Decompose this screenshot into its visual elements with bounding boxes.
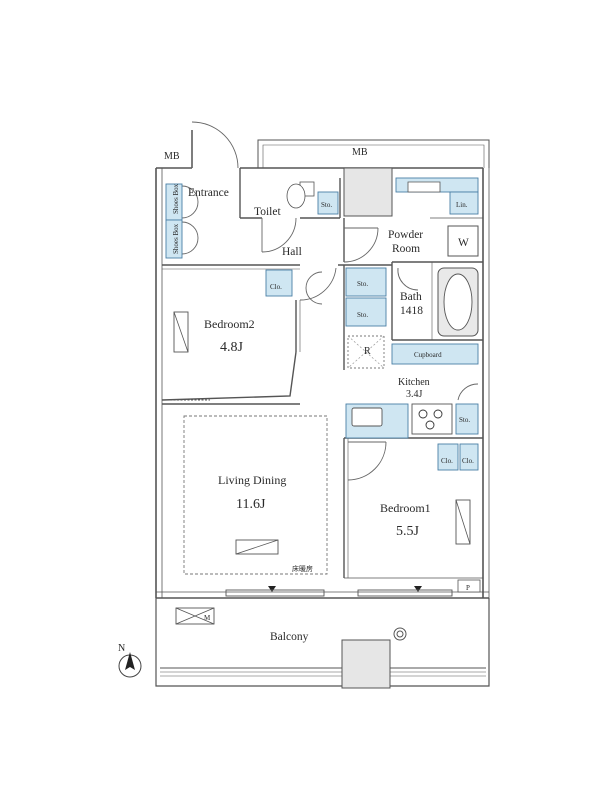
floor-heating-area <box>183 415 328 575</box>
bedroom2-label: Bedroom2 <box>204 317 255 331</box>
floor-heating-label: 床暖房 <box>292 564 313 573</box>
bedroom1-closet-b-label: Clo. <box>462 457 474 465</box>
powder-room-label-1: Powder <box>388 229 423 241</box>
window-mullions <box>170 399 453 597</box>
balcony-shaft <box>341 639 391 689</box>
toilet-label: Toilet <box>254 206 281 218</box>
linen-cabinet <box>449 191 479 215</box>
bedroom2-closet <box>265 269 293 297</box>
washer-label: W <box>458 237 469 249</box>
bedroom2-closet-label: Clo. <box>270 283 282 291</box>
kitchen-sink-icon <box>351 407 383 427</box>
living-dining-label: Living Dining <box>218 473 286 487</box>
door-swings <box>181 121 479 481</box>
toilet-storage <box>317 191 339 215</box>
shoes-box-lower <box>165 219 183 259</box>
bedroom1-label: Bedroom1 <box>380 501 431 515</box>
window-markers <box>268 586 422 592</box>
refrigerator <box>347 335 385 369</box>
mb-left-label: MB <box>164 151 180 162</box>
outdoor-unit-label: M <box>204 614 211 622</box>
shoes-box-1-label: Shoes Box <box>172 183 180 214</box>
entrance-label: Entrance <box>188 187 229 199</box>
hall-storage-upper <box>345 267 387 297</box>
outdoor-ac-unit <box>175 607 215 625</box>
powder-room-label-2: Room <box>392 243 420 255</box>
refrigerator-label: R <box>364 346 371 357</box>
hall-storage-lower <box>345 297 387 327</box>
bedroom2-area-label: 4.8J <box>220 340 244 355</box>
interior-walls <box>161 168 483 579</box>
mb-top-label: MB <box>352 147 368 158</box>
outer-walls <box>155 130 490 599</box>
kitchen-storage <box>455 403 479 435</box>
bedroom1-area-label: 5.5J <box>396 524 420 539</box>
pipe-shaft <box>343 167 393 217</box>
bathtub-basin <box>443 273 473 331</box>
p-label: P <box>466 584 470 592</box>
kitchen-label: Kitchen <box>398 377 430 388</box>
bath-size-label: 1418 <box>400 305 423 317</box>
toilet-bowl-icon <box>286 181 315 209</box>
linen-label: Lin. <box>456 201 468 209</box>
hall-label: Hall <box>282 246 302 258</box>
bath-label: Bath <box>400 291 422 303</box>
bedroom1-closet-b <box>459 443 479 471</box>
hall-storage-1-label: Sto. <box>357 280 368 288</box>
washer <box>447 225 479 257</box>
bedroom1-closet-a <box>437 443 459 471</box>
balcony-drain-icon <box>393 627 407 641</box>
p-box <box>457 579 481 593</box>
cupboard <box>391 343 479 365</box>
cupboard-label: Cupboard <box>414 351 442 359</box>
north-arrow-icon <box>118 652 142 678</box>
shoes-box-2-label: Shoes Box <box>172 223 180 254</box>
bedroom1-closet-a-label: Clo. <box>441 457 453 465</box>
fixtures <box>165 177 479 471</box>
balcony-structure <box>155 598 490 687</box>
living-dining-area-label: 11.6J <box>236 497 266 512</box>
balcony-label: Balcony <box>270 631 309 643</box>
north-label: N <box>118 643 125 654</box>
kitchen-area-label: 3.4J <box>406 389 423 400</box>
cooktop-icon <box>411 403 453 435</box>
toilet-storage-label: Sto. <box>321 201 332 209</box>
hall-storage-2-label: Sto. <box>357 311 368 319</box>
kitchen-storage-label: Sto. <box>459 416 470 424</box>
powder-sink-icon <box>407 181 441 193</box>
